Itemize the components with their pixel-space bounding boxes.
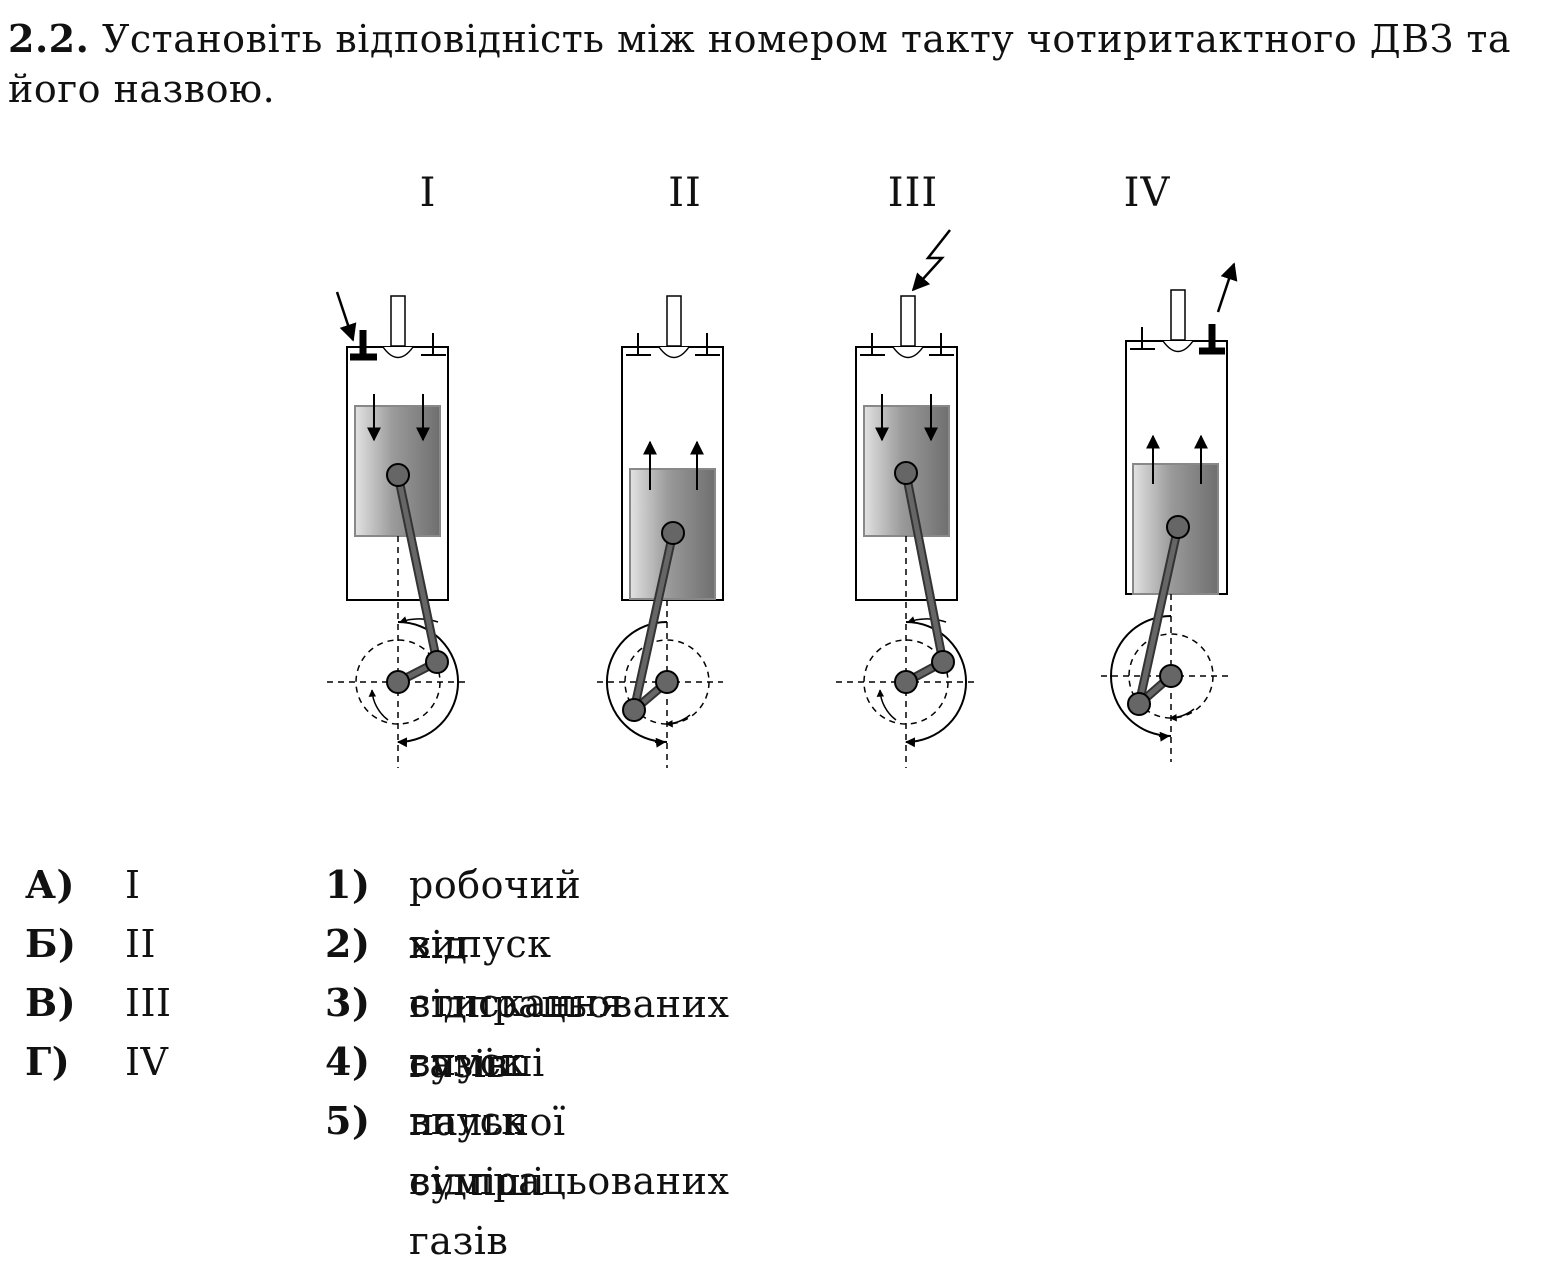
left-option-key: Г) [25,1039,71,1084]
question-text: 2.2. Установіть відповідність між номеро… [8,14,1553,114]
left-option-key: В) [25,980,77,1025]
stage-label-3: III [887,170,939,216]
engine-stage-2 [597,295,724,768]
engine-strokes-diagram [327,229,1238,768]
engine-stage-4 [1101,262,1238,762]
stage-label-1: I [419,170,437,216]
right-option-value: впуск пальної суміші [409,1040,566,1204]
engine-strokes-figure: I II III IV [0,150,1560,790]
left-option-value: III [125,981,172,1025]
left-option-key: Б) [25,921,77,966]
left-option-value: II [125,922,157,966]
question-number: 2.2. [8,16,90,61]
left-option-key: А) [25,862,75,907]
right-option-key: 3) [325,980,371,1025]
stage-label-2: II [668,170,702,216]
stage-label-4: IV [1123,170,1171,216]
right-option-key: 5) [325,1098,371,1143]
right-option-key: 1) [325,862,371,907]
right-option-value: робочий хід [409,863,582,967]
right-option-value: стискання суміші [409,981,624,1085]
left-option-value: IV [125,1040,169,1084]
left-option-value: I [125,863,141,907]
question-body: Установіть відповідність між номером так… [8,17,1512,111]
right-option-key: 2) [325,921,371,966]
answer-options: А) I Б) II В) III Г) IV 1) робочий хід 2… [0,855,1560,1263]
right-option-value: випуск відпрацьованих газів [409,922,730,1086]
engine-stage-3 [836,229,978,768]
right-option-key: 4) [325,1039,371,1084]
right-option-value: впуск відпрацьованих газів [409,1099,730,1263]
engine-stage-1 [327,291,470,768]
